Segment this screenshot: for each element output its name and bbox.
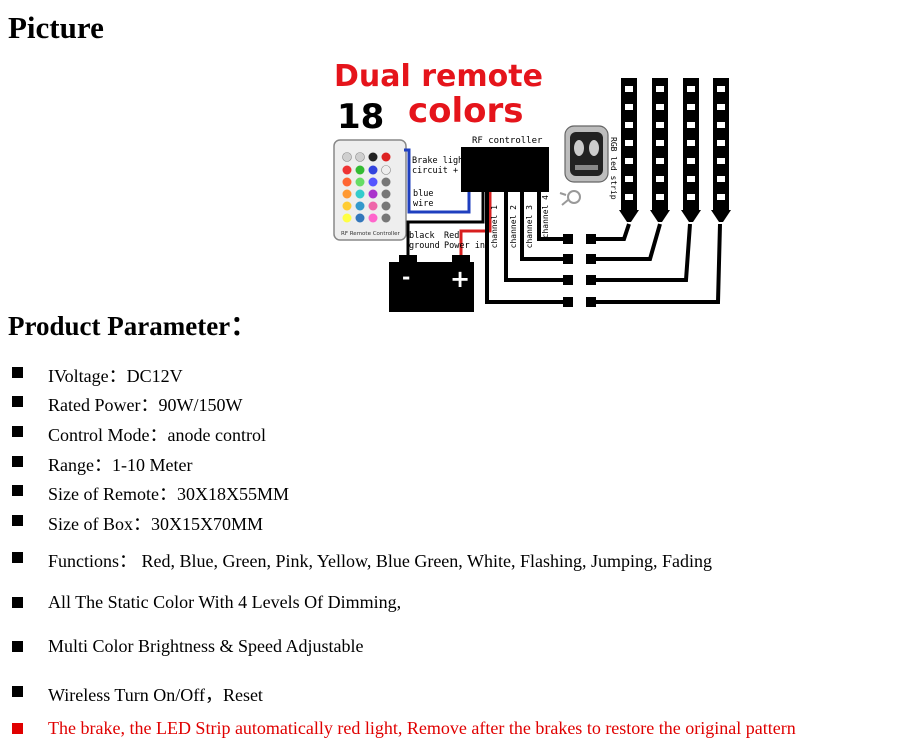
svg-text:-: - — [402, 265, 410, 289]
section-title-parameter: Product Parameter： — [8, 311, 258, 341]
bullet-icon — [12, 396, 23, 407]
battery-icon: - + — [389, 255, 474, 312]
remote-label: RF Remote Controller — [341, 231, 400, 237]
bullet-icon — [12, 426, 23, 437]
key-fob-remote-icon — [559, 125, 609, 206]
rgb-led-strips — [619, 78, 731, 222]
svg-text:Red: Red — [444, 231, 459, 241]
wiring-diagram: Dual remote 18 colors RF Remote Controll… — [333, 59, 731, 312]
bullet-icon — [12, 641, 23, 652]
bullet-icon — [12, 456, 23, 467]
rf-controller-box — [461, 147, 549, 192]
svg-text:channel 2: channel 2 — [509, 205, 518, 249]
svg-text:circuit +: circuit + — [412, 166, 458, 176]
diagram-title-dual-remote: Dual remote — [334, 59, 543, 94]
bullet-icon — [12, 552, 23, 563]
svg-text:channel 1: channel 1 — [490, 205, 499, 249]
svg-text:blue: blue — [413, 189, 433, 199]
svg-text:ground: ground — [409, 241, 440, 251]
svg-text:Power in: Power in — [444, 241, 485, 251]
bullet-icon — [12, 367, 23, 378]
svg-text:black: black — [409, 231, 435, 241]
bullet-icon — [12, 597, 23, 608]
rgb-strip-label: RGB led strip — [609, 137, 618, 200]
bullet-icon — [12, 723, 23, 734]
svg-text:wire: wire — [413, 199, 433, 209]
diagram-title-colors: colors — [408, 91, 524, 131]
bullet-icon — [12, 515, 23, 526]
svg-text:channel 3: channel 3 — [525, 205, 534, 249]
section-title-picture: Picture — [8, 10, 104, 45]
svg-text:channel 4: channel 4 — [541, 195, 550, 239]
svg-text:+: + — [450, 265, 470, 293]
rf-controller-label: RF controller — [472, 136, 543, 146]
bullet-icon — [12, 485, 23, 496]
svg-text:Brake light: Brake light — [412, 156, 468, 166]
ir-remote-icon: RF Remote Controller — [333, 139, 407, 241]
bullet-icon — [12, 686, 23, 697]
diagram-title-number: 18 — [337, 97, 384, 137]
